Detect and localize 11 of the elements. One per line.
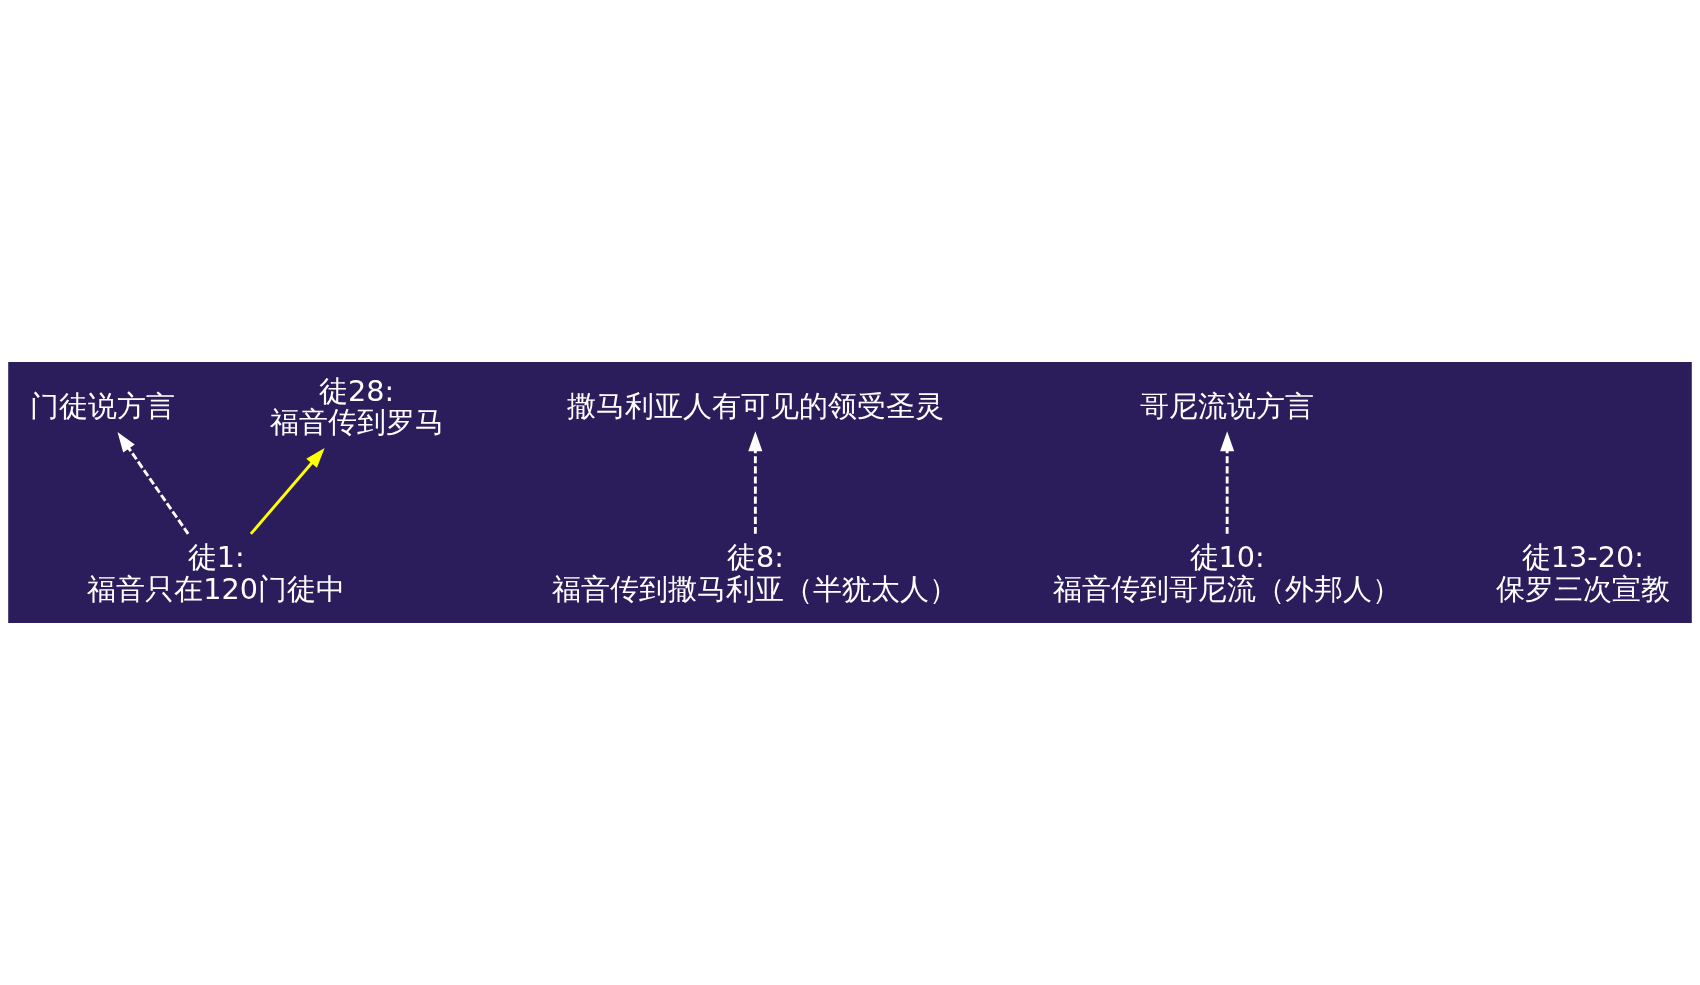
arrow <box>748 431 763 534</box>
node-text: 徒28: 福音传到罗马 <box>269 373 444 440</box>
node-text: 徒8: 福音传到撒马利亚（半犹太人） <box>552 540 959 606</box>
arrow <box>1220 431 1235 534</box>
node-text: 徒1: 福音只在120门徒中 <box>87 540 346 606</box>
arrow <box>117 431 190 535</box>
node-text: 撒马利亚人有可见的领受圣灵 <box>566 389 944 424</box>
arrow <box>249 447 325 535</box>
node-text: 门徒说方言 <box>30 389 176 424</box>
node-text: 徒10: 福音传到哥尼流（外邦人） <box>1053 540 1402 606</box>
node-text: 哥尼流说方言 <box>1140 389 1315 424</box>
